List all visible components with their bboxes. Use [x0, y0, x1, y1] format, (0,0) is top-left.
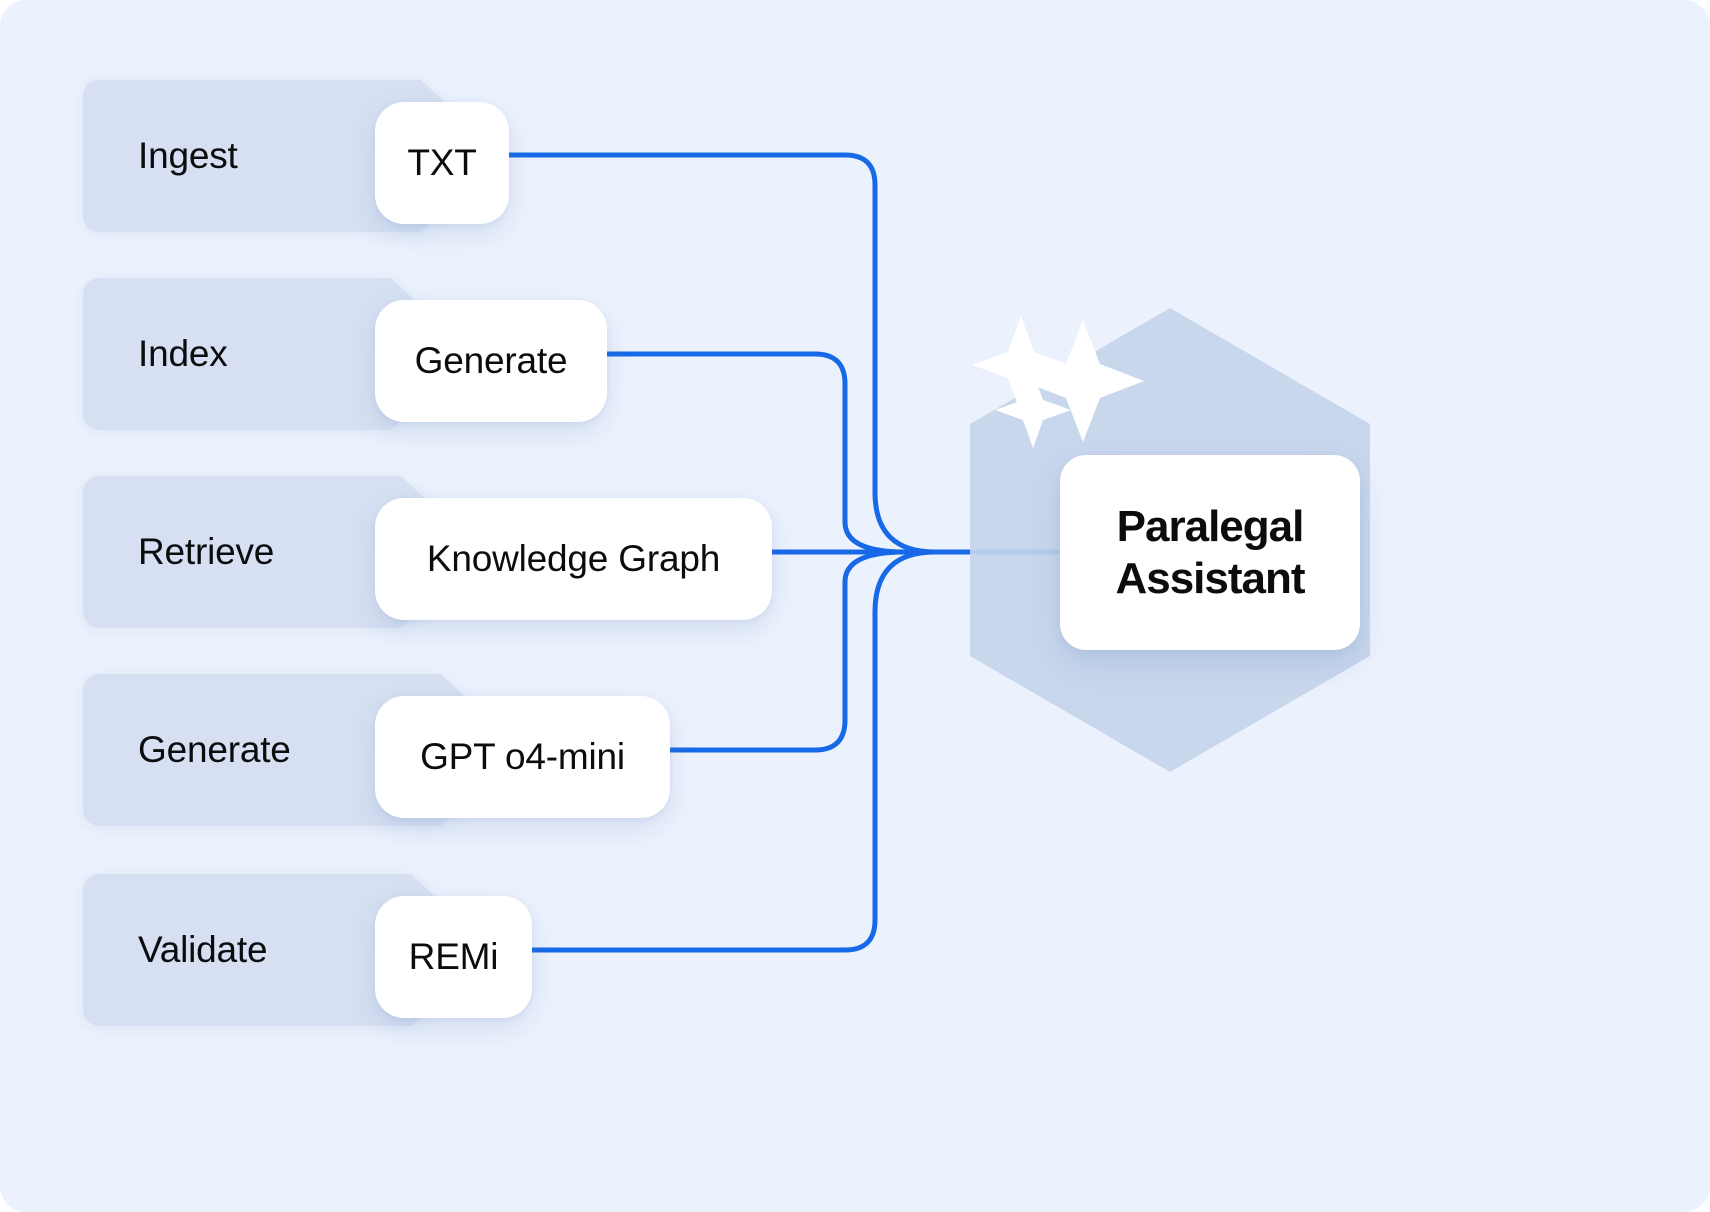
component-label-generate-index: Generate: [414, 340, 568, 381]
stage-label-index: Index: [138, 333, 228, 374]
component-chip-knowledge-graph[interactable]: Knowledge Graph: [375, 498, 772, 620]
stage-pill-index: Index: [83, 278, 423, 430]
sparkle-icon-large: [1022, 320, 1144, 442]
sparkle-icon-small: [995, 372, 1071, 448]
stage-label-validate: Validate: [138, 929, 268, 970]
component-label-remi: REMi: [408, 936, 499, 977]
destination-title-line-2: Assistant: [1115, 553, 1305, 603]
stage-pill-validate: Validate: [83, 874, 443, 1026]
component-label-knowledge-graph: Knowledge Graph: [426, 538, 721, 579]
stage-label-retrieve: Retrieve: [138, 531, 275, 572]
stage-label-ingest: Ingest: [138, 135, 238, 176]
component-chip-generate-index[interactable]: Generate: [375, 300, 607, 422]
component-chip-gpt-o4-mini[interactable]: GPT o4-mini: [375, 696, 670, 818]
destination-card[interactable]: Paralegal Assistant: [1060, 455, 1360, 650]
stage-label-generate: Generate: [138, 729, 291, 770]
sparkle-icon-medium: [972, 316, 1070, 414]
component-chip-remi[interactable]: REMi: [375, 896, 532, 1018]
destination-title-line-1: Paralegal: [1116, 502, 1305, 552]
component-chip-txt[interactable]: TXT: [375, 102, 509, 224]
stage-pill-ingest: Ingest: [83, 80, 453, 232]
component-label-gpt-o4-mini: GPT o4-mini: [420, 736, 625, 777]
component-label-txt: TXT: [407, 142, 477, 183]
stage-pill-retrieve: Retrieve: [83, 476, 433, 628]
